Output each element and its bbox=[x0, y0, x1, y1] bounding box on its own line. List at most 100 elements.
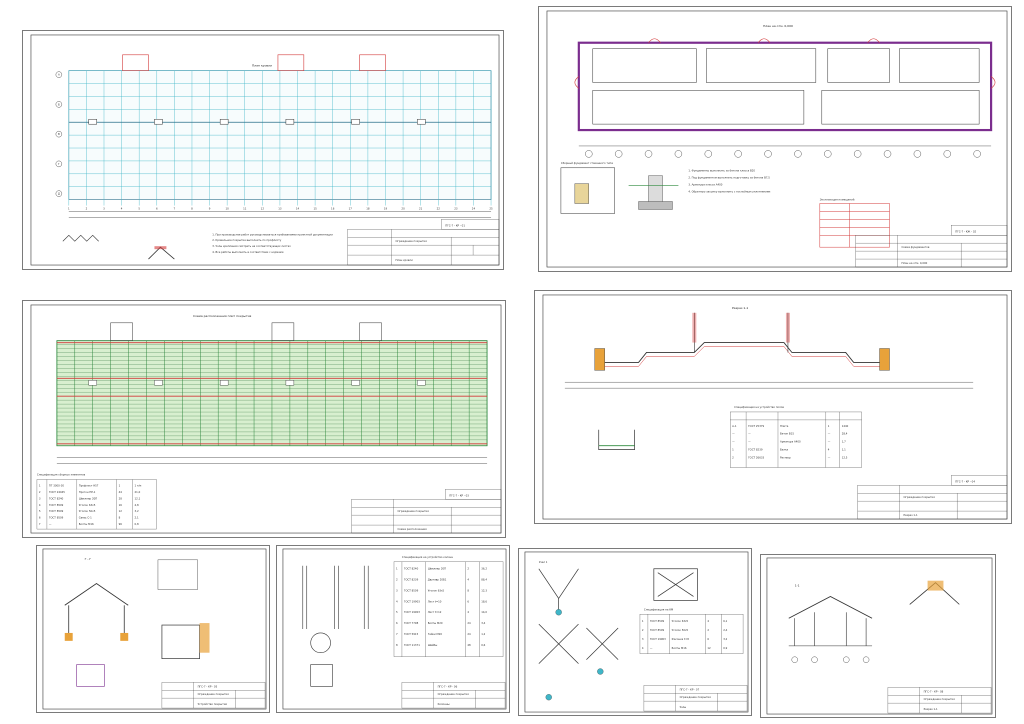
farm-section-drawing: 1-1 ПГС-7 - КР - 08 Ограждение покрытия … bbox=[766, 557, 993, 715]
grid-axis-number: 17 bbox=[349, 207, 353, 211]
spec-cell: 4 bbox=[39, 503, 41, 507]
spec-cell: 4 bbox=[642, 646, 644, 650]
note-line: 2. Под фундаментом выполнить подготовку … bbox=[688, 176, 770, 180]
note-line: 1. Фундаменты выполнить из бетона класса… bbox=[688, 169, 755, 173]
grid-axis-bubble bbox=[55, 130, 63, 138]
note-line: 3. Арматура класса A400 bbox=[688, 183, 722, 187]
spec-cell: Гайки М20 bbox=[428, 632, 443, 636]
stamp-code: ПГС-7 - КР - 05 bbox=[198, 684, 218, 688]
spec-cell: — bbox=[828, 433, 831, 436]
stamp-sheet: Узлы bbox=[680, 705, 687, 709]
grid-axis-number: 11 bbox=[243, 207, 247, 211]
stamp-sheet: Колонны bbox=[438, 702, 450, 706]
spec-cell: 24 bbox=[467, 621, 471, 625]
spec-cell: ГОСТ 25379 bbox=[748, 424, 764, 428]
grid-axis-bubble bbox=[734, 150, 742, 158]
grid-axis-number: 9 bbox=[209, 207, 211, 211]
spec-cell: ГОСТ 8509 bbox=[650, 628, 665, 632]
spec-cell: 4,8 bbox=[135, 503, 139, 507]
grid-axis-bubble bbox=[704, 150, 712, 158]
grid-axis-number: 18 bbox=[366, 207, 370, 211]
grid-axis-number: 14 bbox=[296, 207, 300, 211]
spec-cell: Плита bbox=[780, 424, 789, 428]
spec-cell: ГОСТ 8240 bbox=[404, 567, 419, 571]
spec-cell: Раствор bbox=[780, 456, 791, 460]
spec-cell: 18,6 bbox=[481, 599, 487, 603]
grid-axis-letter: А bbox=[58, 73, 60, 77]
spec-cell: Прогон ПР-1 bbox=[79, 490, 96, 494]
spec-cell: 14,0 bbox=[481, 610, 487, 614]
spec-cell: Фасонка t=8 bbox=[672, 637, 690, 641]
spec-cell: Шайбы bbox=[428, 643, 438, 647]
stamp-code: ПГС-7 - КЖ - 02 bbox=[955, 229, 976, 233]
spec-cell: 3 bbox=[39, 496, 41, 500]
spec-cell: 8 bbox=[396, 643, 398, 647]
spec-title: Спецификация на КМ bbox=[644, 607, 673, 611]
grid-axis-bubble bbox=[883, 150, 892, 158]
stamp-sheet: Разрез 1-1 bbox=[903, 513, 918, 517]
sheet-section-farm[interactable]: 1-1 ПГС-7 - КР - 08 Ограждение покрытия … bbox=[760, 554, 996, 718]
sheet-frame-section[interactable]: Г - Г ПГС-7 - КР - 05 Ограждение покрыти… bbox=[36, 545, 270, 713]
spec-cell: Бетон B15 bbox=[780, 432, 794, 436]
grid-axis-number: 3 bbox=[103, 207, 105, 211]
spec-cell: 3,2 bbox=[135, 509, 139, 513]
spec-cell: Лист t=12 bbox=[428, 610, 442, 614]
spec-cell: 6 bbox=[39, 516, 41, 520]
grid-axis-number: 8 bbox=[191, 207, 193, 211]
roof-plan-drawing: 1. При производстве работ руководствоват… bbox=[30, 34, 500, 266]
spec-cell: 0,9 bbox=[723, 646, 727, 650]
grid-axis-number: 20 bbox=[401, 207, 405, 211]
grid-axis-number: 25 bbox=[489, 207, 493, 211]
stamp-name: Ограждение покрытия bbox=[198, 692, 230, 696]
grid-axis-number: 21 bbox=[419, 207, 423, 211]
grid-axis-number: 22 bbox=[437, 207, 441, 211]
grid-axis-number: 2 bbox=[86, 207, 88, 211]
spec-cell: Болты М16 bbox=[672, 646, 687, 650]
frame-section-drawing: Г - Г ПГС-7 - КР - 05 Ограждение покрыти… bbox=[42, 548, 267, 710]
grid-axis-number: 16 bbox=[331, 207, 335, 211]
spec-title: Спецификация сборных элементов bbox=[37, 473, 86, 477]
foundation-title: План на отм. 0,000 bbox=[763, 24, 793, 28]
grid-axis-bubble bbox=[55, 71, 63, 78]
spec-cell: ГОСТ 8239 bbox=[748, 448, 763, 452]
stamp-name: Ограждение покрытия bbox=[680, 695, 712, 699]
grid-axis-number: 4 bbox=[121, 207, 123, 211]
spec-cell: 2 bbox=[396, 578, 398, 582]
spec-cell: 12 bbox=[119, 509, 123, 513]
grid-axis-bubble bbox=[614, 150, 623, 158]
stamp-name: Ограждение покрытия bbox=[395, 239, 427, 243]
stamp-code: ПГС-7 - КР - 04 bbox=[955, 479, 975, 483]
spec-cell: 4 bbox=[467, 578, 469, 582]
sheet-plan-roof[interactable]: 1. При производстве работ руководствоват… bbox=[22, 30, 504, 270]
spec-cell: 4 bbox=[396, 599, 398, 603]
spec-cell: ГОСТ 8240 bbox=[49, 496, 64, 500]
grid-axis-number: 7 bbox=[174, 207, 176, 211]
spec-cell: 1 т/м bbox=[135, 483, 142, 487]
stamp-code: ПГС-7 - КР - 08 bbox=[924, 689, 944, 693]
grid-axis-bubble bbox=[824, 150, 832, 158]
grid-axis-bubble bbox=[644, 150, 653, 158]
spec-cell: 1,7 bbox=[842, 440, 846, 444]
grid-axis-letter: В bbox=[58, 132, 60, 136]
grid-axis-number: 15 bbox=[313, 207, 317, 211]
spec-cell: Уголок 63х5 bbox=[672, 619, 689, 623]
spec-cell: Профлист Н57 bbox=[79, 483, 99, 487]
spec-cell: 24 bbox=[467, 632, 471, 636]
spec-cell: Болты М16 bbox=[79, 522, 94, 526]
grid-axis-bubble bbox=[853, 150, 862, 158]
stamp-sheet: Разрез 1-1 bbox=[924, 707, 938, 711]
note-line: 4. Все работы выполнять в соответствии с… bbox=[212, 250, 284, 254]
spec-cell: ГОСТ 8509 bbox=[49, 509, 64, 513]
sheet-plan-fundament[interactable]: 1. Фундаменты выполнить из бетона класса… bbox=[538, 6, 1012, 272]
slab-title: Схема расположения плит покрытия bbox=[193, 314, 252, 318]
spec-cell: 8 bbox=[119, 516, 121, 520]
grid-axis-number: 5 bbox=[138, 207, 140, 211]
spec-cell: 1 bbox=[119, 483, 121, 487]
farm-title: 1-1 bbox=[795, 584, 800, 588]
